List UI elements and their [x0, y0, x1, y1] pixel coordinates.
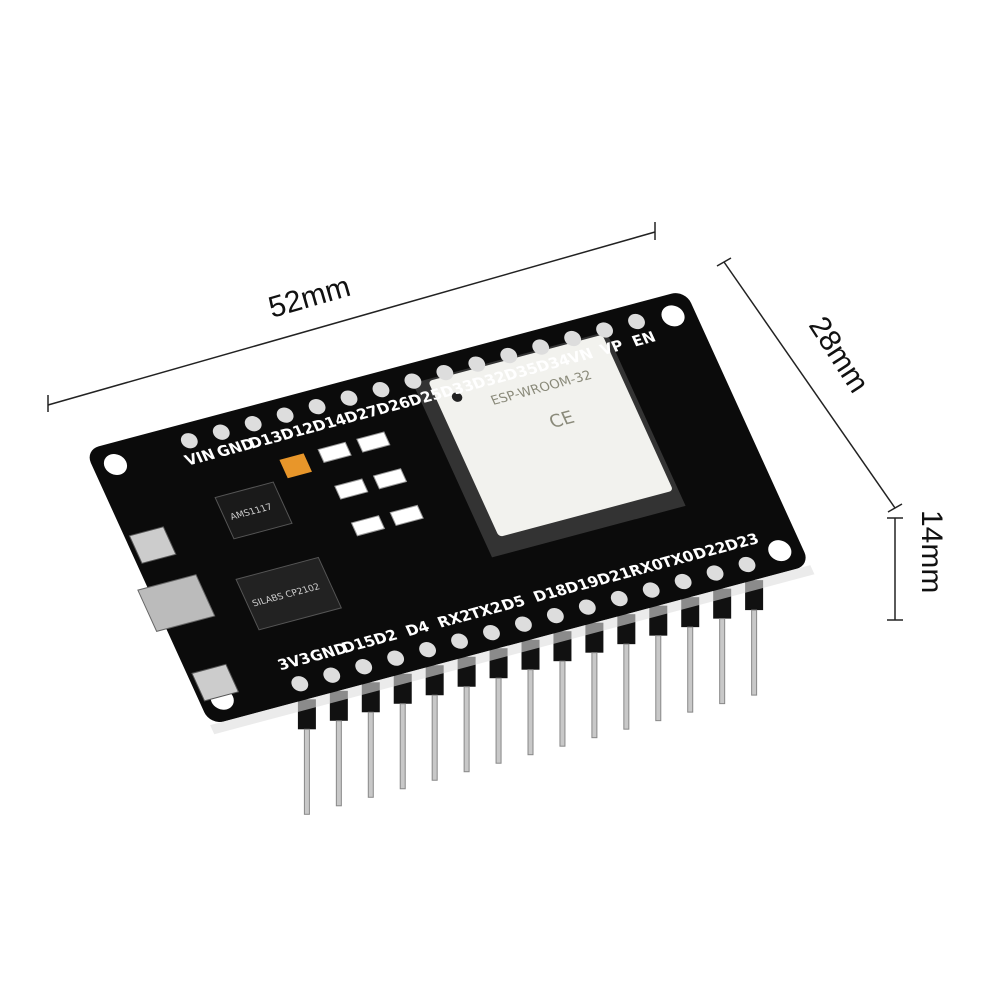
pin-pad	[244, 416, 262, 432]
voltage-regulator	[214, 481, 293, 540]
smd-resistor	[372, 468, 408, 490]
header-pin	[719, 618, 726, 705]
pin-label: EN	[629, 328, 659, 350]
pin-pad	[706, 565, 724, 581]
header-pin	[559, 660, 566, 747]
pin-pad	[578, 599, 596, 615]
pin-pad	[628, 313, 645, 330]
pin-pad	[372, 382, 390, 398]
header-pin	[335, 720, 342, 807]
smd-components	[317, 431, 424, 537]
pin-pad	[419, 642, 437, 658]
pin-pad	[514, 616, 532, 632]
smd-resistor	[350, 515, 386, 537]
pin-pad	[276, 407, 294, 423]
pin-pad	[404, 373, 422, 389]
pin-pad	[212, 424, 230, 440]
pin-pad	[674, 573, 692, 590]
header-pin	[751, 609, 758, 696]
width-label: 28mm	[802, 311, 875, 399]
smd-resistor	[356, 431, 391, 453]
en-button[interactable]	[128, 526, 177, 564]
dimension-length	[47, 222, 656, 412]
header-pin	[527, 669, 534, 756]
pin-pad	[564, 330, 582, 347]
boot-button[interactable]	[191, 663, 240, 702]
header-pin	[591, 652, 598, 739]
pin-pad	[308, 399, 326, 415]
pin-pad	[596, 322, 614, 338]
mount-hole	[103, 454, 128, 475]
pin-label: D2	[371, 626, 401, 648]
tantalum-capacitor	[279, 453, 312, 479]
pin-label: D5	[498, 592, 528, 614]
height-label: 14mm	[915, 510, 948, 593]
pin-pad	[291, 676, 309, 692]
pcb	[89, 293, 806, 722]
dimension-height	[887, 517, 903, 621]
usb-uart-chip	[235, 556, 342, 631]
pcb-board: ESP-WROOM-32 CE SILABS CP2102 AMS1117 VI…	[89, 293, 815, 735]
pin-pad	[738, 556, 756, 573]
pin-pad	[323, 667, 341, 683]
pin-label: VN	[565, 345, 596, 368]
mount-hole	[768, 540, 792, 562]
esp32-module	[429, 335, 672, 537]
pin-pad	[610, 590, 628, 607]
pin-pad	[500, 347, 518, 364]
pin-label: VP	[597, 337, 626, 359]
pin-pad	[180, 433, 198, 449]
pin-pad	[436, 364, 454, 381]
pin-pad	[355, 659, 373, 675]
pin-pad	[468, 356, 486, 372]
header-pin	[655, 635, 662, 722]
pin-pad	[451, 633, 468, 649]
pin-pad	[546, 607, 564, 624]
header-pin	[367, 711, 374, 798]
header-pin	[303, 728, 310, 815]
micro-usb-port[interactable]	[137, 574, 216, 632]
pin-pad	[387, 650, 405, 666]
header-pin	[399, 703, 406, 790]
smd-resistor	[389, 504, 424, 527]
smd-resistor	[317, 441, 352, 463]
header-pin	[463, 686, 470, 773]
length-label: 52mm	[265, 270, 354, 325]
header-pin	[431, 694, 438, 781]
mount-hole	[661, 305, 685, 327]
smd-resistor	[334, 478, 369, 500]
pin-pad	[642, 582, 660, 598]
pin-pad	[483, 625, 500, 641]
pin-label: D4	[403, 618, 433, 640]
dimension-width	[716, 257, 903, 513]
header-pin	[687, 626, 694, 713]
header-pin	[495, 677, 502, 764]
pin-pad	[340, 390, 358, 406]
pin-pad	[532, 339, 550, 355]
header-pin	[623, 643, 630, 730]
